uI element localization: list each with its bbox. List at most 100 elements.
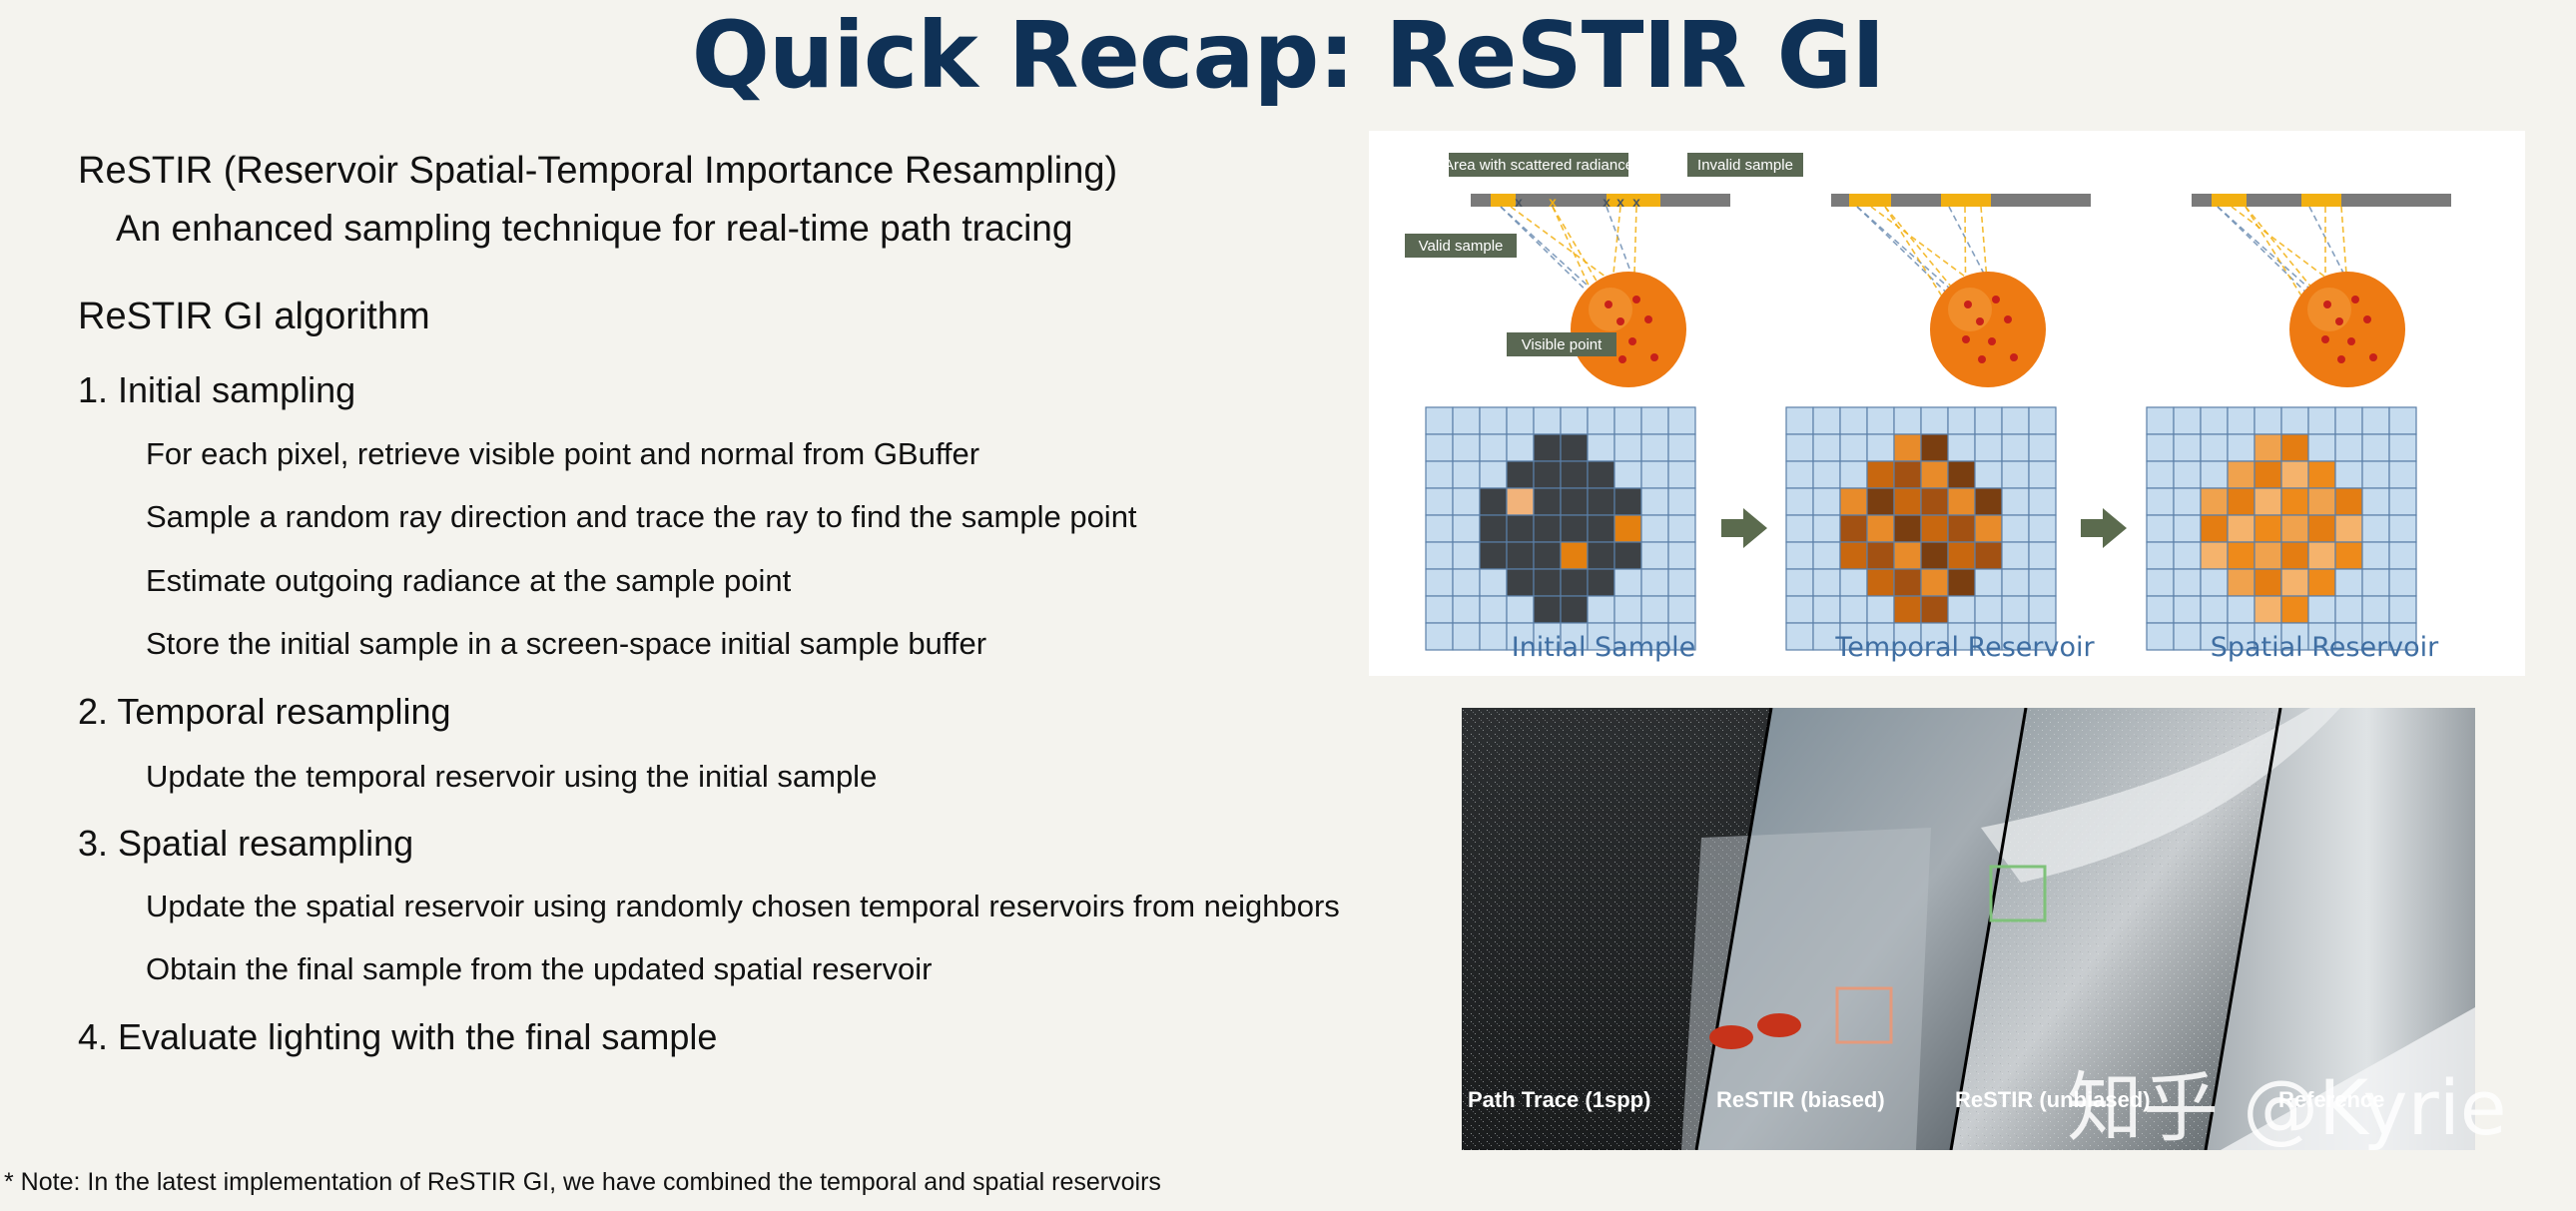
grid-cell (1587, 460, 1615, 489)
grid-cell (1560, 487, 1589, 516)
grid-cell (2146, 487, 2175, 516)
watermark: 知乎 @Kyrie (2067, 1063, 2507, 1152)
sample-bar-highlight (1607, 194, 1660, 207)
grid-cell (1866, 487, 1895, 516)
chair-shape (1757, 1013, 1801, 1037)
highlight-box-orange (1835, 986, 1893, 1044)
grid-cell (2227, 568, 2255, 597)
grid-cell (2280, 487, 2309, 516)
grid-cell (1667, 595, 1696, 624)
grid-cell (1947, 460, 1976, 489)
grid-cell (2388, 568, 2417, 597)
grid-cell (1533, 622, 1562, 651)
grid-cell (2028, 568, 2057, 597)
grid-cell (1947, 622, 1976, 651)
grid-cell (1560, 406, 1589, 435)
grid-cell (1533, 514, 1562, 543)
grid-cell (2254, 622, 2282, 651)
grid-cell (1947, 487, 1976, 516)
sphere-point (1962, 335, 1970, 343)
grid-cell (2334, 541, 2363, 570)
grid-cell (1613, 514, 1642, 543)
grid-cell (1425, 487, 1454, 516)
grid-cell (2254, 460, 2282, 489)
sphere-point (2010, 353, 2018, 361)
grid-cell (2200, 514, 2229, 543)
sphere-point (2335, 317, 2343, 325)
sample-bar-highlight (1849, 194, 1891, 207)
grid-cell (1560, 460, 1589, 489)
visible-sphere (2289, 272, 2405, 387)
grid-cell (2173, 460, 2202, 489)
grid-cell (1479, 487, 1508, 516)
grid-cell (1479, 406, 1508, 435)
sphere-shine (1589, 288, 1632, 331)
grid-cell (1613, 460, 1642, 489)
grid-cell (1640, 622, 1669, 651)
sphere-point (1992, 296, 2000, 303)
grid-cell (1479, 622, 1508, 651)
grid-cell (2254, 487, 2282, 516)
chair-shape (1709, 1025, 1753, 1049)
grid-cell (1452, 406, 1481, 435)
render-comparison-graphic (1462, 707, 2475, 1151)
grid-cell (1452, 514, 1481, 543)
grid-cell (2334, 568, 2363, 597)
sphere-point (1964, 301, 1972, 308)
grid-cell (2146, 460, 2175, 489)
grid-cell (2200, 433, 2229, 462)
grid-cell (1452, 487, 1481, 516)
grid-cell (1667, 460, 1696, 489)
grid-cell (2028, 595, 2057, 624)
grid-cell (1506, 568, 1535, 597)
step-item: Update the temporal reservoir using the … (146, 759, 878, 794)
grid-cell (2307, 460, 2336, 489)
grid-cell (2307, 514, 2336, 543)
grid-cell (1533, 433, 1562, 462)
grid-cell (2361, 460, 2390, 489)
grid-cell (1893, 568, 1922, 597)
grid-cell (2227, 595, 2255, 624)
grid-cell (2334, 622, 2363, 651)
step-item: Obtain the final sample from the updated… (146, 951, 933, 986)
callout-invalid-box (1687, 153, 1803, 177)
grid-cell (1533, 406, 1562, 435)
callout-valid-box (1405, 234, 1517, 258)
grid-cell (1920, 622, 1949, 651)
sample-bar-highlight (1491, 194, 1516, 207)
grid-cell (2200, 487, 2229, 516)
sample-ray (1948, 206, 2009, 320)
grid-cell (2254, 406, 2282, 435)
grid-cell (1866, 433, 1895, 462)
grid-cell (2028, 433, 2057, 462)
caption-spatial-reservoir: Spatial Reservoir (2211, 632, 2439, 663)
grid-cell (2173, 568, 2202, 597)
grid-cell (2146, 433, 2175, 462)
grid-cell (2146, 406, 2175, 435)
label-reference: Reference (2278, 1087, 2385, 1112)
grid-cell (1812, 460, 1841, 489)
grid-cell (2307, 622, 2336, 651)
grid-cell (1974, 514, 2003, 543)
grid-cell (1785, 406, 1814, 435)
sphere-point (1618, 355, 1626, 363)
grid-cell (1425, 406, 1454, 435)
sample-ray (1500, 206, 1655, 358)
grid-cell (1613, 622, 1642, 651)
grid-cell (1812, 433, 1841, 462)
grid-cell (1785, 595, 1814, 624)
grid-cell (1667, 514, 1696, 543)
grid-cell (2334, 487, 2363, 516)
sphere-point (2337, 355, 2345, 363)
label-restir-biased: ReSTIR (biased) (1716, 1087, 1885, 1112)
grid-cell (1947, 433, 1976, 462)
grid-cell (2028, 541, 2057, 570)
sample-bar-highlight (2301, 194, 2341, 207)
grid-cell (2388, 541, 2417, 570)
grid-cell (1974, 541, 2003, 570)
grid-cell (1425, 568, 1454, 597)
caption-initial-sample: Initial Sample (1512, 632, 1696, 663)
grid-cell (1812, 487, 1841, 516)
grid-cell (1425, 460, 1454, 489)
sample-marker: x (1515, 194, 1523, 210)
